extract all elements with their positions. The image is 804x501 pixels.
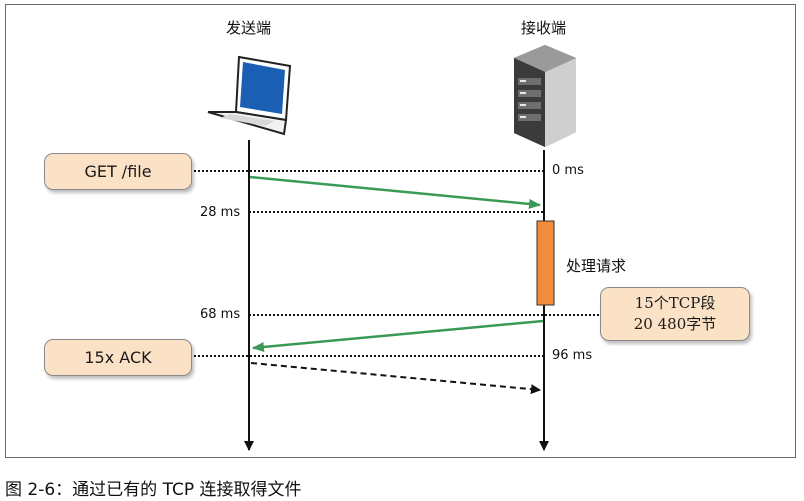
time-label-28ms: 28 ms — [200, 205, 241, 220]
time-label-0ms: 0 ms — [552, 163, 584, 178]
processing-label: 处理请求 — [566, 257, 627, 275]
laptop-icon — [207, 55, 292, 136]
ack-arrow — [250, 362, 541, 395]
figure-caption: 图 2-6：通过已有的 TCP 连接取得文件 — [5, 480, 302, 500]
response-arrow — [252, 319, 544, 352]
server-icon — [514, 45, 576, 147]
time-label-68ms: 68 ms — [200, 307, 241, 322]
segments-line-2: 20 480字节 — [633, 315, 717, 333]
processing-bar — [536, 220, 555, 306]
request-arrow — [249, 175, 541, 209]
request-pill: GET /file — [44, 153, 192, 190]
time-label-96ms: 96 ms — [552, 348, 593, 363]
diagram-frame — [5, 4, 796, 458]
ack-pill: 15x ACK — [44, 339, 192, 376]
segments-line-1: 15个TCP段 — [634, 294, 716, 312]
receiver-title: 接收端 — [521, 19, 567, 37]
sender-title: 发送端 — [226, 19, 272, 37]
segments-note: 15个TCP段 20 480字节 — [600, 287, 750, 341]
